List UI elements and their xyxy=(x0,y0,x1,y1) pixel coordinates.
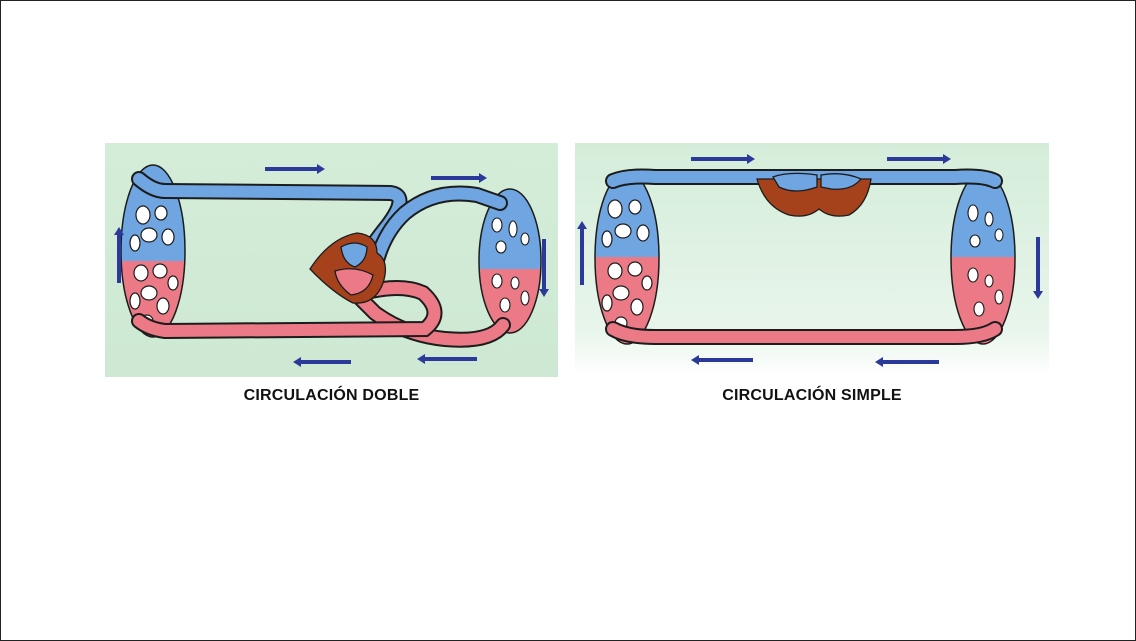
double-circulation-diagram xyxy=(105,143,558,377)
simple-circulation-diagram xyxy=(575,143,1049,377)
caption-simple: CIRCULACIÓN SIMPLE xyxy=(575,387,1049,405)
caption-double: CIRCULACIÓN DOBLE xyxy=(105,387,558,405)
